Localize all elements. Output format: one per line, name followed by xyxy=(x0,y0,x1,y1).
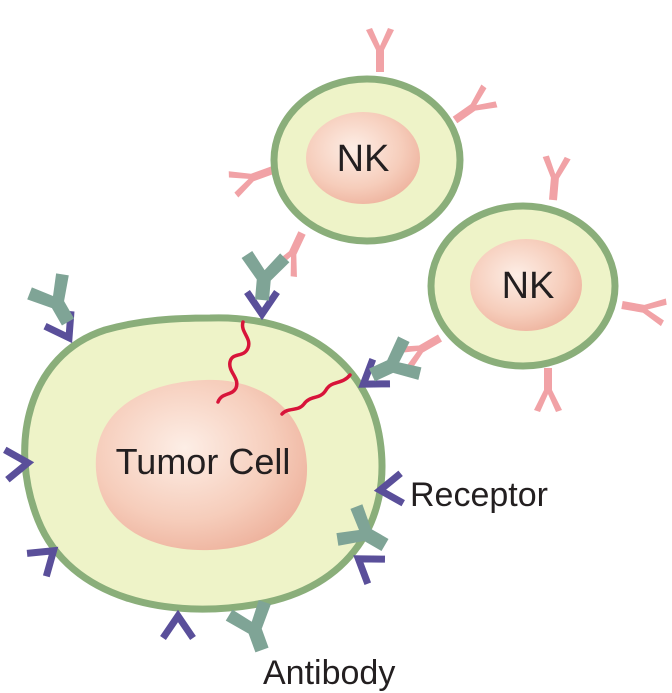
tumor-receptor xyxy=(163,616,193,638)
cytotoxic-signals xyxy=(216,320,352,416)
nk-receptor xyxy=(619,291,668,327)
nk-receptor xyxy=(534,368,562,412)
tumor-cell-label: Tumor Cell xyxy=(116,441,291,482)
nk-cell-right: NK xyxy=(427,202,619,370)
nk-cell-top: NK xyxy=(270,75,464,245)
antibody xyxy=(23,268,89,334)
cytotoxic-signal xyxy=(280,373,352,416)
cytotoxic-signal xyxy=(216,320,251,404)
nk-receptor xyxy=(539,154,571,202)
nk-cell-right-nucleus xyxy=(470,239,582,331)
receptor-label: Receptor xyxy=(410,476,548,514)
nk-cell-right-label: NK xyxy=(502,265,555,307)
nk-receptor xyxy=(446,83,500,132)
antibody-label: Antibody xyxy=(263,654,395,692)
nk-receptor xyxy=(226,156,278,199)
tumor-cell: Tumor Cell xyxy=(21,314,386,613)
nk-cell-top-nucleus xyxy=(306,112,420,204)
nk-cell-top-label: NK xyxy=(337,138,390,180)
tumor-cell-nucleus xyxy=(95,379,308,551)
nk-receptor xyxy=(366,28,394,72)
